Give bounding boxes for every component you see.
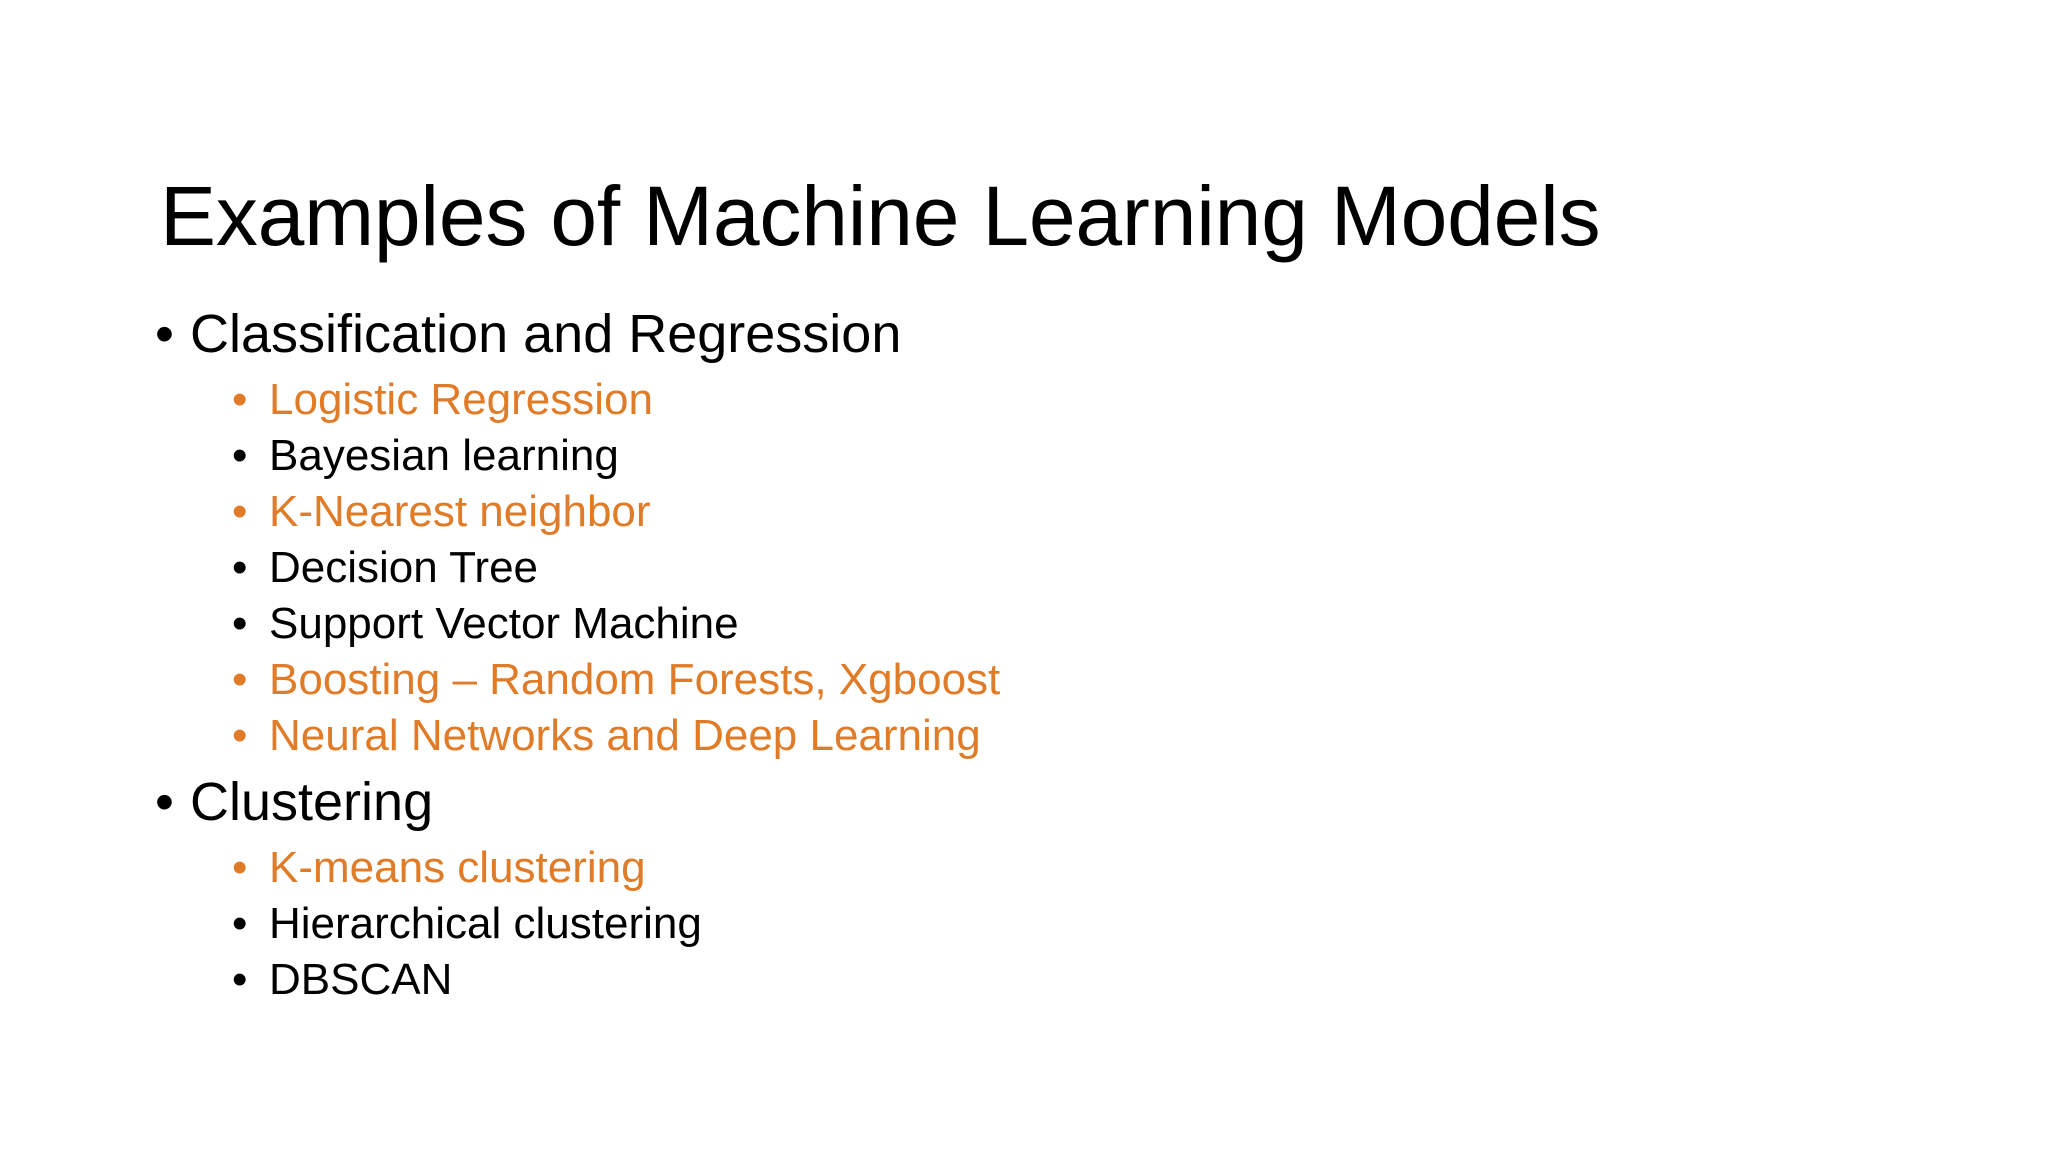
list-item-label: Neural Networks and Deep Learning bbox=[269, 711, 981, 760]
list-item: • DBSCAN bbox=[0, 952, 1800, 1008]
list-item-label: Boosting – Random Forests, Xgboost bbox=[269, 655, 1001, 704]
list-item-label: DBSCAN bbox=[269, 955, 453, 1004]
list-item-label: Classification and Regression bbox=[190, 304, 902, 364]
bullet-dot-icon: • bbox=[155, 304, 174, 364]
bullet-dot-icon: • bbox=[155, 772, 174, 832]
bullet-dot-icon: • bbox=[232, 375, 248, 424]
list-item: • K-means clustering bbox=[0, 840, 1800, 896]
bullet-dot-icon: • bbox=[232, 431, 248, 480]
bullet-dot-icon: • bbox=[232, 899, 248, 948]
list-item-label: K-Nearest neighbor bbox=[269, 487, 651, 536]
list-item-label: Clustering bbox=[190, 772, 434, 832]
bullet-dot-icon: • bbox=[232, 543, 248, 592]
list-item: • Neural Networks and Deep Learning bbox=[0, 708, 1800, 764]
list-item-label: Decision Tree bbox=[269, 543, 539, 592]
list-item: • Decision Tree bbox=[0, 540, 1800, 596]
bullet-dot-icon: • bbox=[232, 487, 248, 536]
bullet-dot-icon: • bbox=[232, 711, 248, 760]
list-item-label: Support Vector Machine bbox=[269, 599, 739, 648]
list-item: • Bayesian learning bbox=[0, 428, 1800, 484]
page-title: Examples of Machine Learning Models bbox=[160, 169, 1601, 264]
list-item-label: Hierarchical clustering bbox=[269, 899, 702, 948]
list-item: • Clustering bbox=[0, 764, 1800, 840]
list-item: • Support Vector Machine bbox=[0, 596, 1800, 652]
list-item: • Logistic Regression bbox=[0, 372, 1800, 428]
list-item: • K-Nearest neighbor bbox=[0, 484, 1800, 540]
list-item-label: Logistic Regression bbox=[269, 375, 653, 424]
bullet-dot-icon: • bbox=[232, 655, 248, 704]
bullet-dot-icon: • bbox=[232, 599, 248, 648]
list-item: • Boosting – Random Forests, Xgboost bbox=[0, 652, 1800, 708]
list-item: • Hierarchical clustering bbox=[0, 896, 1800, 952]
bullet-dot-icon: • bbox=[232, 843, 248, 892]
list-item: • Classification and Regression bbox=[0, 296, 1800, 372]
list-item-label: Bayesian learning bbox=[269, 431, 619, 480]
list-item-label: K-means clustering bbox=[269, 843, 646, 892]
bullet-dot-icon: • bbox=[232, 955, 248, 1004]
bullet-list: • Classification and Regression • Logistic … bbox=[0, 296, 1800, 1008]
